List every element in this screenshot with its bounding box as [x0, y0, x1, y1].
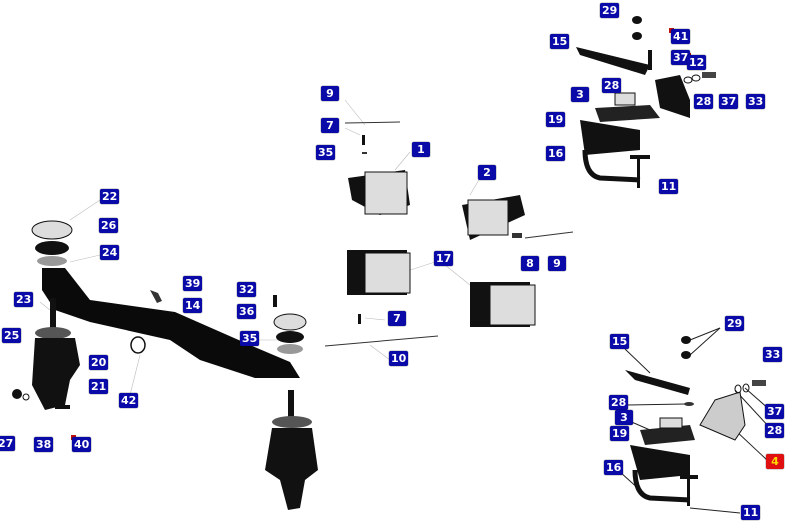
callout-9[interactable]: 9: [321, 86, 339, 101]
callout-15[interactable]: 15: [610, 334, 630, 349]
callout-28[interactable]: 28: [602, 78, 622, 93]
callout-33[interactable]: 33: [763, 347, 783, 362]
callout-1[interactable]: 1: [412, 142, 430, 157]
callout-7[interactable]: 7: [321, 118, 339, 133]
callout-7[interactable]: 7: [388, 311, 406, 326]
callout-26[interactable]: 26: [99, 218, 119, 233]
callout-29[interactable]: 29: [725, 316, 745, 331]
callout-4-highlighted[interactable]: 4: [766, 454, 784, 469]
callout-24[interactable]: 24: [100, 245, 120, 260]
callout-32[interactable]: 32: [237, 282, 257, 297]
lower-right-bracket-assembly: [625, 336, 766, 506]
callout-42[interactable]: 42: [119, 393, 139, 408]
callout-15[interactable]: 15: [550, 34, 570, 49]
callout-10[interactable]: 10: [389, 351, 409, 366]
axle-beam-assembly: [12, 220, 318, 510]
callout-22[interactable]: 22: [100, 189, 120, 204]
callout-3[interactable]: 3: [571, 87, 589, 102]
callout-37[interactable]: 37: [719, 94, 739, 109]
callout-25[interactable]: 25: [2, 328, 22, 343]
callout-20[interactable]: 20: [89, 355, 109, 370]
callout-11[interactable]: 11: [659, 179, 679, 194]
callout-38[interactable]: 38: [34, 437, 54, 452]
pointer-lines: [619, 327, 771, 514]
callout-3[interactable]: 3: [615, 410, 633, 425]
callout-19[interactable]: 19: [546, 112, 566, 127]
callout-37[interactable]: 37: [765, 404, 785, 419]
middle-mounts: [324, 121, 574, 347]
callout-21[interactable]: 21: [89, 379, 109, 394]
callout-17[interactable]: 17: [434, 251, 454, 266]
callout-39[interactable]: 39: [183, 276, 203, 291]
callout-28[interactable]: 28: [609, 395, 629, 410]
callout-27[interactable]: 27: [0, 436, 16, 451]
callout-35[interactable]: 35: [240, 331, 260, 346]
callout-11[interactable]: 11: [741, 505, 761, 520]
callout-40[interactable]: 40: [72, 437, 92, 452]
callout-28[interactable]: 28: [694, 94, 714, 109]
callout-41[interactable]: 41: [671, 29, 691, 44]
callout-36[interactable]: 36: [237, 304, 257, 319]
callout-12[interactable]: 12: [687, 55, 707, 70]
upper-right-bracket-assembly: [576, 16, 716, 188]
callout-28[interactable]: 28: [765, 423, 785, 438]
callout-14[interactable]: 14: [183, 298, 203, 313]
callout-19[interactable]: 19: [610, 426, 630, 441]
callout-33[interactable]: 33: [746, 94, 766, 109]
callout-8[interactable]: 8: [521, 256, 539, 271]
callout-2[interactable]: 2: [478, 165, 496, 180]
callout-16[interactable]: 16: [604, 460, 624, 475]
callout-9[interactable]: 9: [548, 256, 566, 271]
callout-23[interactable]: 23: [14, 292, 34, 307]
callout-37[interactable]: 37: [671, 50, 691, 65]
callout-29[interactable]: 29: [600, 3, 620, 18]
callout-16[interactable]: 16: [546, 146, 566, 161]
callout-35[interactable]: 35: [316, 145, 336, 160]
